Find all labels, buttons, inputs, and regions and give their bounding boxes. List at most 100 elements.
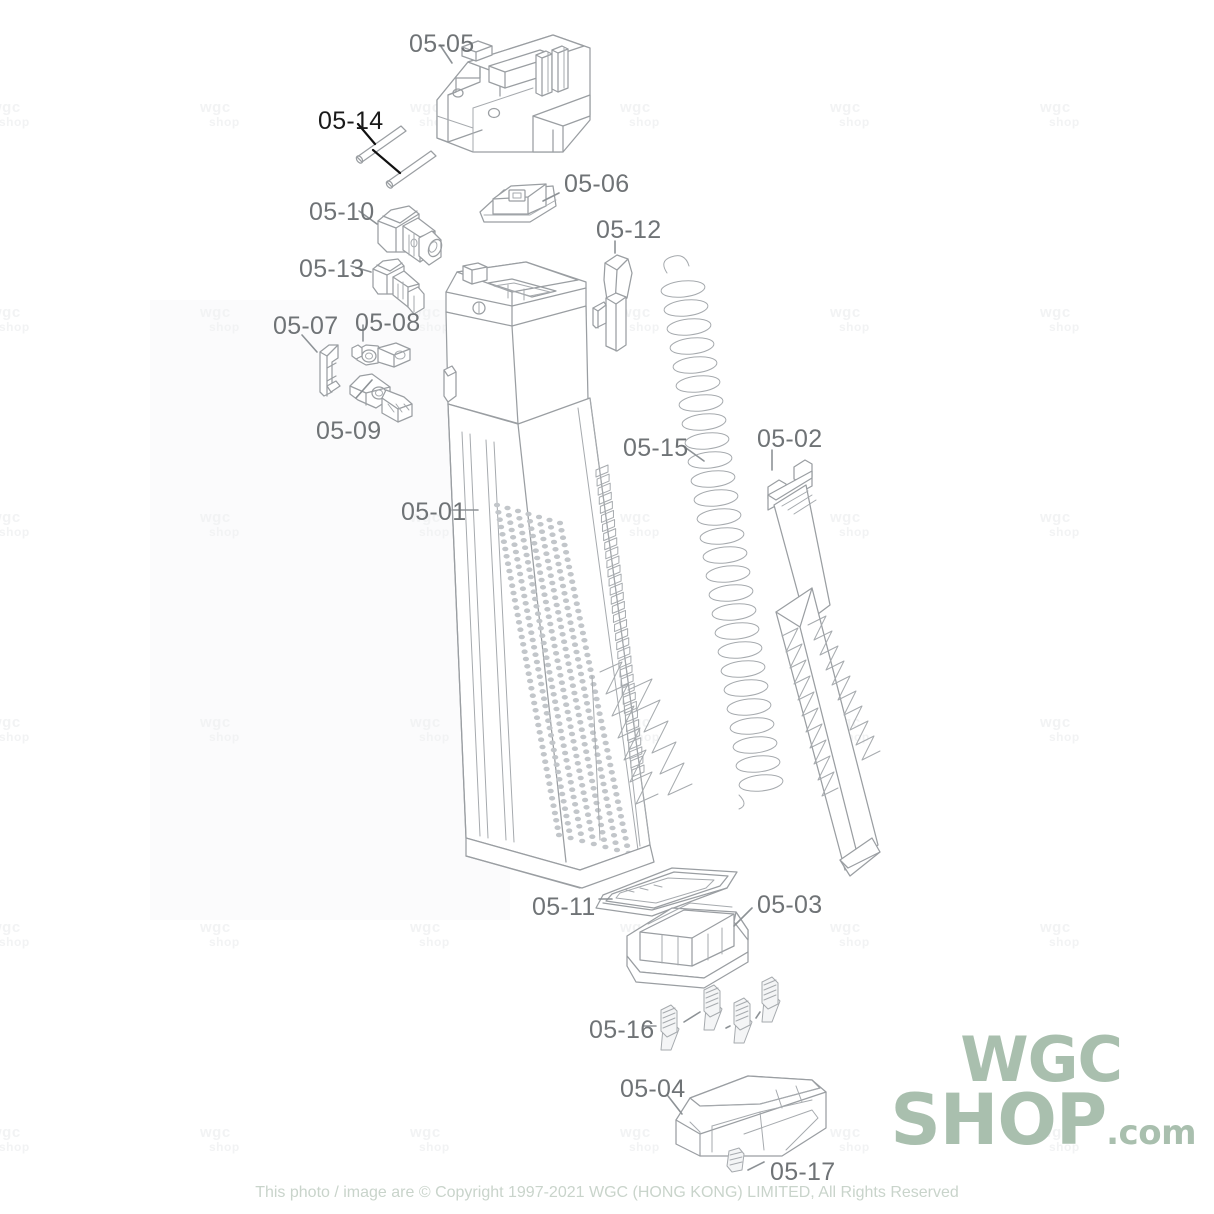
witness-hole	[583, 749, 590, 754]
witness-hole	[504, 505, 511, 511]
witness-hole	[567, 780, 574, 785]
witness-hole	[552, 755, 559, 760]
witness-hole	[546, 670, 553, 675]
witness-hole	[554, 825, 561, 830]
witness-hole	[594, 808, 602, 813]
witness-hole	[619, 821, 626, 826]
witness-hole	[570, 739, 577, 744]
witness-hole	[577, 671, 585, 677]
witness-hole	[517, 523, 525, 528]
witness-hole	[556, 520, 564, 526]
witness-hole	[547, 621, 554, 627]
witness-hole	[532, 596, 539, 602]
witness-hole	[542, 703, 549, 709]
part-label-05-13: 05-13	[299, 255, 365, 283]
witness-hole	[559, 535, 567, 540]
witness-hole	[560, 743, 567, 748]
part-05-17-art	[726, 1147, 765, 1173]
logo-shop-text: SHOP	[890, 1078, 1107, 1161]
part-label-05-01: 05-01	[401, 498, 467, 526]
witness-hole	[528, 630, 535, 635]
witness-hole	[577, 720, 584, 725]
ladder-slot	[617, 646, 631, 660]
witness-hole	[557, 728, 564, 734]
ladder-slot	[597, 482, 611, 496]
witness-hole	[553, 602, 560, 608]
witness-hole	[596, 815, 603, 820]
witness-hole	[568, 676, 575, 681]
witness-hole	[516, 516, 523, 521]
witness-hole	[589, 778, 596, 784]
witness-hole	[515, 620, 523, 625]
witness-hole	[562, 598, 570, 603]
witness-hole	[590, 786, 597, 791]
ladder-slot	[610, 591, 624, 605]
witness-hole	[503, 554, 510, 559]
witness-hole	[522, 656, 530, 662]
witness-hole	[518, 634, 525, 640]
witness-hole	[506, 568, 513, 574]
witness-hole	[540, 536, 547, 542]
witness-hole	[524, 560, 532, 565]
witness-hole	[559, 791, 566, 797]
witness-hole	[576, 616, 583, 621]
witness-hole	[518, 579, 525, 584]
witness-hole	[577, 775, 584, 781]
witness-hole	[542, 648, 549, 653]
witness-hole	[572, 594, 579, 599]
witness-hole	[526, 567, 533, 572]
witness-hole	[538, 681, 545, 687]
witness-hole	[580, 734, 587, 740]
witness-hole	[578, 623, 585, 628]
witness-hole	[538, 577, 545, 583]
witness-hole	[565, 613, 573, 618]
part-05-02-art	[767, 449, 881, 877]
witness-hole	[515, 564, 522, 569]
witness-hole	[599, 830, 606, 835]
ladder-slot	[616, 637, 630, 651]
witness-hole	[598, 774, 606, 779]
witness-hole	[573, 649, 580, 655]
witness-hole	[567, 572, 574, 577]
witness-hole	[536, 730, 543, 735]
witness-hole	[566, 772, 573, 778]
part-05-09-art	[349, 373, 413, 423]
witness-hole	[607, 762, 614, 768]
part-05-11-art	[595, 867, 738, 917]
part-05-07-art	[301, 334, 341, 397]
ladder-slot	[612, 609, 626, 623]
witness-hole	[611, 784, 619, 790]
logo-shop-row: SHOP.com	[890, 1085, 1196, 1155]
witness-hole	[564, 709, 571, 715]
witness-hole	[598, 718, 605, 724]
witness-hole	[587, 827, 595, 832]
witness-hole	[555, 665, 563, 671]
witness-hole	[586, 819, 593, 825]
witness-hole	[601, 789, 609, 794]
witness-hole	[575, 712, 582, 718]
ladder-slot	[596, 473, 610, 487]
witness-hole	[532, 548, 539, 553]
witness-hole	[493, 502, 501, 508]
witness-hole	[607, 818, 615, 823]
witness-hole	[584, 756, 591, 762]
part-05-12-art	[592, 240, 633, 352]
witness-hole	[606, 811, 613, 816]
part-05-01-art	[443, 261, 693, 889]
witness-hole	[540, 752, 547, 757]
witness-hole	[495, 510, 502, 515]
witness-hole	[586, 764, 593, 769]
witness-hole	[498, 524, 505, 530]
ladder-slot	[621, 682, 635, 696]
witness-hole	[597, 767, 604, 772]
witness-hole	[561, 806, 569, 811]
witness-hole	[539, 633, 546, 638]
witness-hole	[567, 620, 574, 625]
part-label-05-05: 05-05	[409, 30, 475, 58]
witness-hole	[536, 674, 543, 679]
witness-hole	[566, 668, 574, 674]
witness-hole	[579, 783, 586, 788]
witness-hole	[514, 557, 521, 562]
witness-hole	[609, 825, 616, 831]
